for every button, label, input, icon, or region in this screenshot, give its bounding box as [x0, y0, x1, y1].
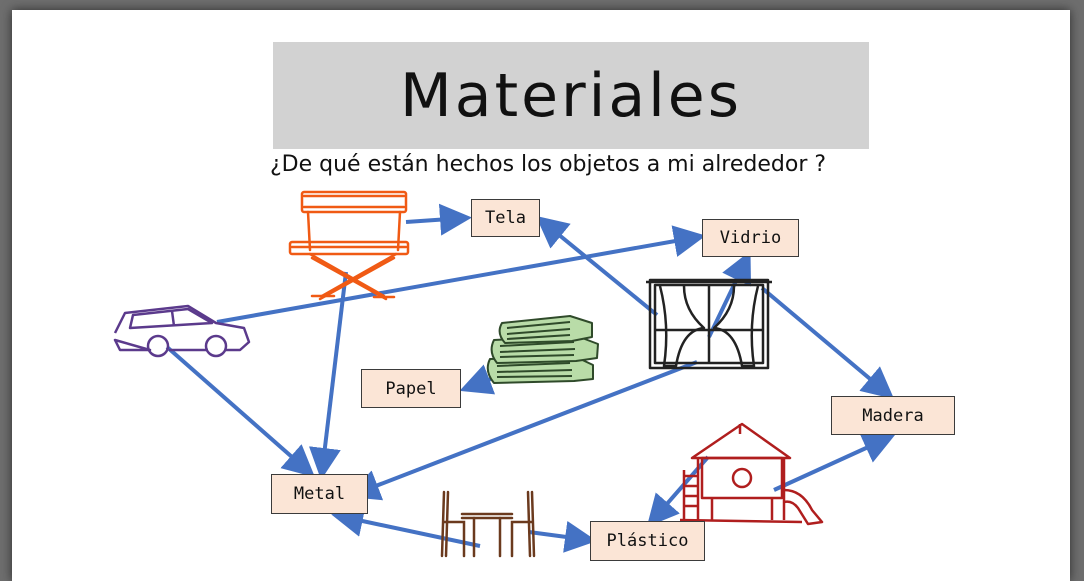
material-plastico: Plástico	[590, 521, 705, 561]
material-vidrio: Vidrio	[702, 219, 799, 257]
title-band: Materiales	[273, 42, 869, 149]
arrow-window-tela	[535, 215, 659, 317]
arrow-table-metal	[331, 505, 481, 548]
arrow-playhouse-plastico	[646, 455, 710, 528]
arrow-window-vidrio	[707, 250, 752, 338]
arrow-table-plastico	[528, 520, 597, 553]
page-subtitle: ¿De qué están hechos los objetos a mi al…	[270, 152, 827, 177]
arrow-chair-metal	[308, 271, 348, 480]
chair-icon	[288, 190, 410, 301]
window-icon	[646, 278, 772, 370]
page-title: Materiales	[400, 60, 742, 131]
arrow-car-vidrio	[216, 225, 706, 324]
material-metal: Metal	[271, 474, 368, 514]
arrows	[165, 203, 896, 553]
arrow-window-madera	[760, 286, 895, 400]
slide: Materiales ¿De qué están hechos los obje…	[12, 10, 1070, 581]
arrow-car-metal	[165, 345, 316, 478]
arrow-playhouse-madera	[773, 433, 896, 492]
diagram-canvas	[113, 190, 896, 558]
playhouse-icon	[679, 422, 824, 526]
arrow-window-metal	[347, 360, 698, 501]
car-icon	[113, 304, 251, 358]
books-icon	[486, 315, 599, 384]
arrow-chair-tela	[405, 203, 472, 236]
table-chairs-icon	[440, 490, 536, 558]
material-tela: Tela	[471, 199, 540, 237]
material-madera: Madera	[831, 396, 955, 435]
material-papel: Papel	[361, 369, 461, 408]
